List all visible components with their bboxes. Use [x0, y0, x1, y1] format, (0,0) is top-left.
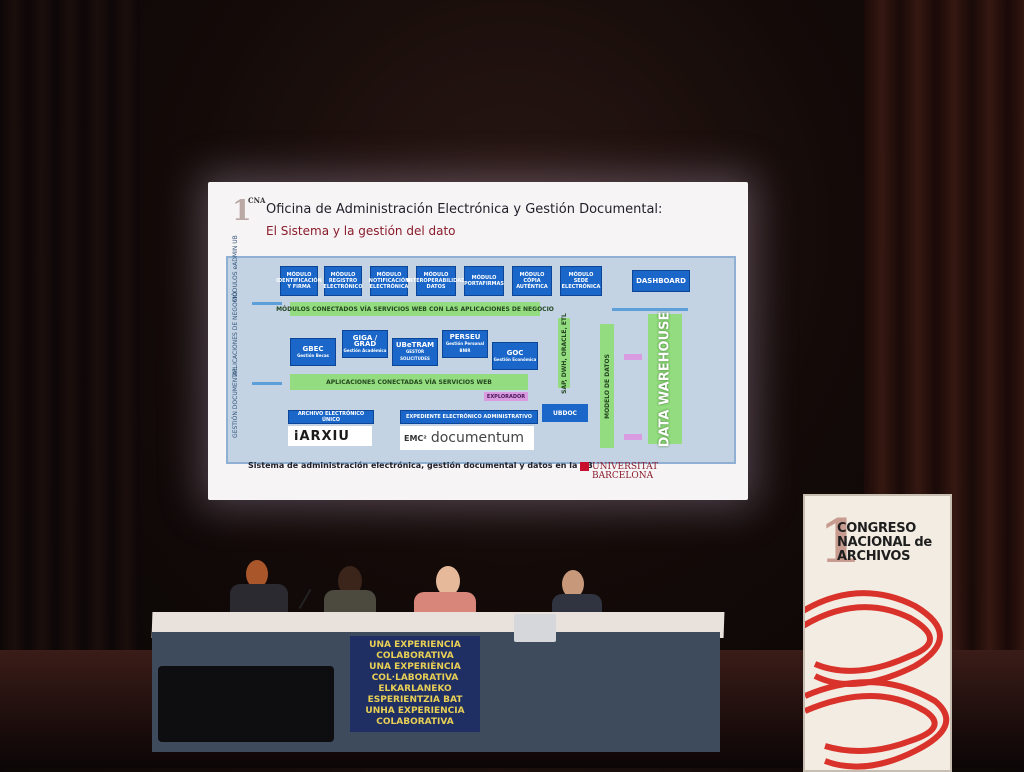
data-warehouse: DATA WAREHOUSE: [648, 311, 682, 447]
microphone: [298, 588, 312, 610]
rollup-title: CONGRESO NACIONAL de ARCHIVOS: [837, 521, 932, 564]
cna-logo-letters: CNA: [248, 196, 266, 205]
diagram-label-docs: GESTIÓN DOCUMENTAL: [232, 367, 239, 438]
explorer-tag: EXPLORADOR: [484, 392, 528, 401]
table-banner: UNA EXPERIENCIA COLABORATIVA UNA EXPERIÈ…: [350, 636, 480, 732]
module-box: MÓDULO INTEROPERABILIDAD DATOS: [407, 266, 465, 296]
archive-box: ARCHIVO ELECTRÓNICO ÚNICO: [288, 410, 374, 424]
stage-curtain-left: [0, 0, 140, 690]
architecture-diagram: MÓDULOS eADMIN UB APLICACIONES DE NEGOCI…: [226, 235, 736, 464]
iarxiu-logo: iARXIU: [288, 426, 372, 446]
arrow-to-warehouse: [624, 354, 642, 360]
data-model-bar: MODELO DE DATOS: [600, 324, 614, 448]
diagram-label-apps: APLICACIONES DE NEGOCIO: [232, 291, 239, 376]
slide-footer: Sistema de administración electrónica, g…: [248, 461, 593, 470]
rollup-number: 1: [819, 507, 861, 577]
slide-subtitle: El Sistema y la gestión del dato: [266, 224, 456, 238]
projection-screen: 1 CNA Oficina de Administración Electrón…: [208, 182, 748, 500]
slide-title: Oficina de Administración Electrónica y …: [266, 202, 663, 217]
module-box: MÓDULO REGISTRO ELECTRÓNICO: [323, 266, 363, 296]
modules-services-bar: MÓDULOS CONECTADOS VÍA SERVICIOS WEB CON…: [276, 302, 554, 316]
expediente-box: EXPEDIENTE ELECTRÓNICO ADMINISTRATIVO: [400, 410, 538, 424]
decorative-wave-graphic: [805, 590, 950, 770]
congress-rollup-banner: 1 CONGRESO NACIONAL de ARCHIVOS: [803, 494, 952, 772]
dashboard-box: DASHBOARD: [632, 270, 690, 292]
module-box: MÓDULO NOTIFICACIÓN ELECTRÓNICA: [369, 266, 409, 296]
documentum-logo: EMC² documentum: [400, 426, 534, 450]
module-box: MÓDULO PORTAFIRMAS: [464, 266, 504, 296]
cna-logo: 1 CNA: [232, 194, 266, 227]
stage-monitor: [158, 666, 334, 742]
apps-services-bar: APLICACIONES CONECTADAS VÍA SERVICIOS WE…: [290, 374, 528, 390]
ub-shield-icon: [580, 462, 589, 471]
connector-line: [612, 308, 688, 311]
module-box: MÓDULO CÓPIA AUTÉNTICA: [512, 266, 552, 296]
module-box: MÓDULO IDENTIFICACIÓN Y FIRMA: [276, 266, 322, 296]
connector-line: [252, 382, 282, 385]
ubdoc-box: UBDOC: [542, 404, 588, 422]
etl-bar: SAP, DWH, ORACLE, ETL: [558, 313, 570, 393]
connector-line: [252, 302, 282, 305]
module-box: MÓDULO SEDE ELECTRÓNICA: [560, 266, 602, 296]
arrow-to-warehouse: [624, 434, 642, 440]
university-logo: UNIVERSITAT BARCELONA: [580, 462, 658, 481]
laptop: [514, 614, 556, 642]
